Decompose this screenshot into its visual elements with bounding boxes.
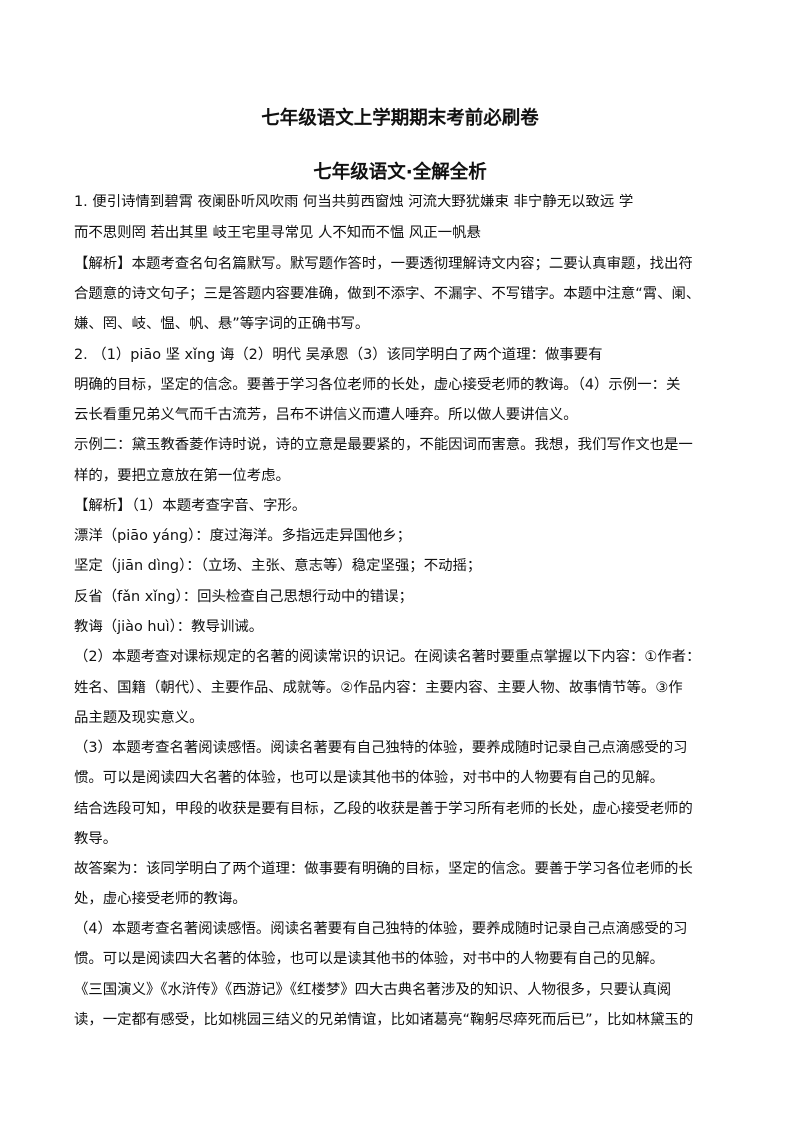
text-line: 2. （1）piāo 坚 xǐng 诲（2）明代 吴承恩（3）该同学明白了两个道…: [74, 347, 603, 363]
text-line: 样的，要把立意放在第一位考虑。: [74, 468, 290, 484]
text-line: 结合选段可知，甲段的收获是要有目标，乙段的收获是善于学习所有老师的长处，虚心接受…: [74, 801, 693, 817]
text-line: 而不思则罔 若出其里 岐王宅里寻常见 人不知而不愠 风正一帆悬: [74, 225, 481, 241]
text-line: 【解析】（1）本题考查字音、字形。: [74, 498, 307, 514]
text-line: 教导。: [74, 831, 118, 847]
text-line: 坚定（jiān dìng）：（立场、主张、意志等）稳定坚强；不动摇；: [74, 558, 482, 574]
text-line: （4）本题考查名著阅读感悟。阅读名著要有自己独特的体验，要养成随时记录自己点滴感…: [74, 921, 688, 937]
document-subtitle: 七年级语文·全解全析: [313, 162, 487, 183]
text-line: 示例二：黛玉教香菱作诗时说，诗的立意是最要紧的，不能因词而害意。我想，我们写作文…: [74, 437, 693, 453]
text-line: 姓名、国籍（朝代）、主要作品、成就等。②作品内容：主要内容、主要人物、故事情节等…: [74, 680, 683, 696]
text-line: 品主题及现实意义。: [74, 710, 204, 726]
text-line: 《三国演义》《水浒传》《西游记》《红楼梦》四大古典名著涉及的知识、人物很多，只要…: [74, 982, 672, 998]
text-line: 惯。可以是阅读四大名著的体验，也可以是读其他书的体验，对书中的人物要有自己的见解…: [74, 770, 665, 786]
text-line: 读，一定都有感受，比如桃园三结义的兄弟情谊，比如诸葛亮“鞠躬尽瘁死而后已”，比如…: [74, 1012, 694, 1028]
text-line: 合题意的诗文句子；三是答题内容要准确，做到不添字、不漏字、不写错字。本题中注意“…: [74, 286, 701, 302]
text-line: 反省（fǎn xǐng）：回头检查自己思想行动中的错误；: [74, 589, 413, 605]
text-line: 故答案为：该同学明白了两个道理：做事要有明确的目标，坚定的信念。要善于学习各位老…: [74, 861, 693, 877]
text-line: 漂洋（piāo yáng）：度过海洋。多指远走异国他乡；: [74, 528, 412, 544]
text-line: 云长看重兄弟义气而千古流芳，吕布不讲信义而遭人唾弃。所以做人要讲信义。: [74, 407, 578, 423]
text-line: 嫌、罔、岐、愠、帆、悬”等字词的正确书写。: [74, 316, 370, 332]
text-line: 【解析】本题考查名句名篇默写。默写题作答时，一要透彻理解诗文内容；二要认真审题，…: [74, 256, 693, 272]
text-line: 1. 便引诗情到碧霄 夜阑卧听风吹雨 何当共剪西窗烛 河流大野犹嫌束 非宁静无以…: [74, 194, 634, 210]
document-title: 七年级语文上学期期末考前必刷卷: [261, 108, 539, 129]
text-line: （2）本题考查对课标规定的名著的阅读常识的识记。在阅读名著时要重点掌握以下内容：…: [74, 649, 701, 665]
text-line: （3）本题考查名著阅读感悟。阅读名著要有自己独特的体验，要养成随时记录自己点滴感…: [74, 740, 688, 756]
text-line: 教诲（jiào huì）：教导训诫。: [74, 619, 264, 635]
text-line: 处，虚心接受老师的教诲。: [74, 891, 247, 907]
text-line: 惯。可以是阅读四大名著的体验，也可以是读其他书的体验，对书中的人物要有自己的见解…: [74, 951, 665, 967]
text-line: 明确的目标，坚定的信念。要善于学习各位老师的长处，虚心接受老师的教诲。（4）示例…: [74, 377, 681, 393]
